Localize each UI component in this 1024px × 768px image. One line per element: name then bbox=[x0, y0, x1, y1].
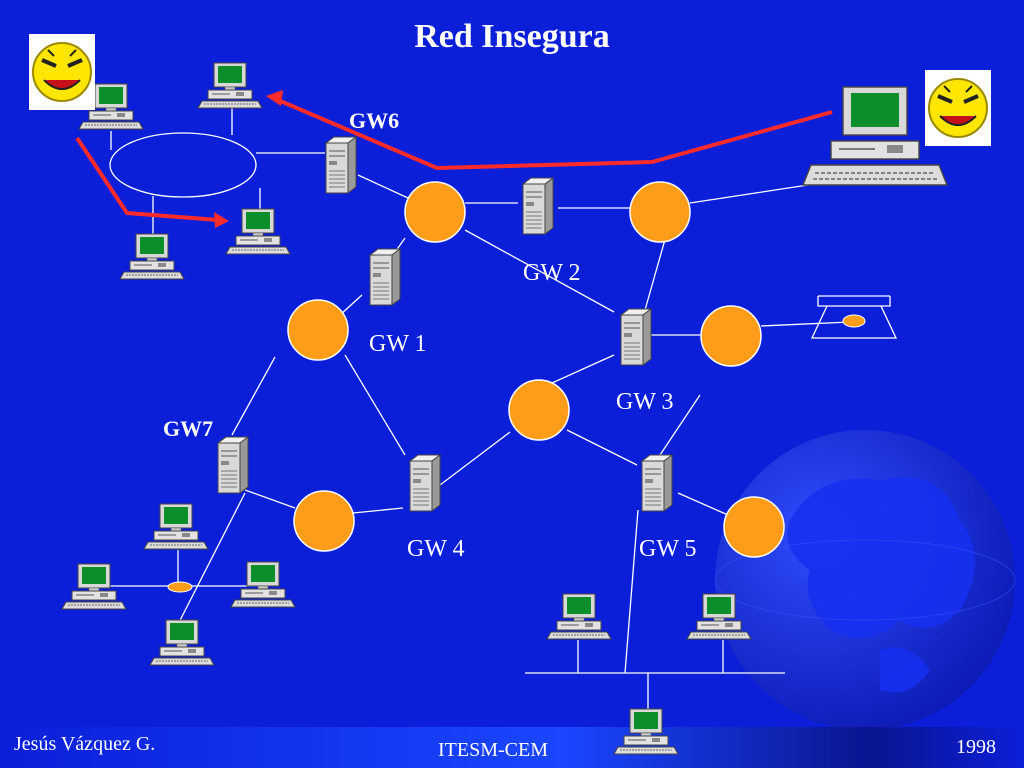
slide-title: Red Insegura bbox=[414, 18, 610, 55]
device-node bbox=[842, 314, 866, 328]
computer-icon bbox=[143, 503, 209, 550]
computer-icon bbox=[119, 233, 185, 280]
server-icon bbox=[641, 454, 673, 512]
attack-paths bbox=[75, 90, 833, 228]
server-icon bbox=[409, 454, 441, 512]
computer-icon bbox=[197, 62, 263, 109]
computer-icon bbox=[225, 208, 291, 255]
globe-icon bbox=[714, 430, 1016, 730]
router-node-icon bbox=[404, 181, 466, 243]
router-node-icon bbox=[700, 305, 762, 367]
footer-author: Jesús Vázquez G. bbox=[14, 733, 156, 755]
router-node-icon bbox=[287, 299, 349, 361]
router-node-icon bbox=[723, 496, 785, 558]
gateway-label-gw5: GW 5 bbox=[639, 536, 697, 562]
computer-icon bbox=[230, 561, 296, 608]
server-icon bbox=[325, 136, 357, 194]
gateway-label-gw3: GW 3 bbox=[616, 389, 674, 415]
footer-institution: ITESM-CEM bbox=[438, 739, 548, 761]
attacker-computer-icon bbox=[801, 86, 949, 186]
computer-icon bbox=[546, 593, 612, 640]
server-icon bbox=[217, 436, 249, 494]
router-node-icon bbox=[629, 181, 691, 243]
gateway-label-gw7: GW7 bbox=[163, 416, 214, 441]
router-node-icon bbox=[293, 490, 355, 552]
server-icon bbox=[620, 308, 652, 366]
router-node-icon bbox=[508, 379, 570, 441]
footer-year: 1998 bbox=[956, 736, 996, 758]
gateway-label-gw2: GW 2 bbox=[523, 260, 581, 286]
smiley-face-icon bbox=[923, 68, 993, 148]
computer-icon bbox=[149, 619, 215, 666]
gateway-label-gw6: GW6 bbox=[349, 108, 400, 133]
gateway-label-gw1: GW 1 bbox=[369, 331, 427, 357]
server-icon bbox=[369, 248, 401, 306]
gateway-label-gw4: GW 4 bbox=[407, 536, 465, 562]
hub-node bbox=[167, 581, 193, 593]
server-icon bbox=[522, 177, 554, 235]
footer-band bbox=[0, 727, 1024, 768]
